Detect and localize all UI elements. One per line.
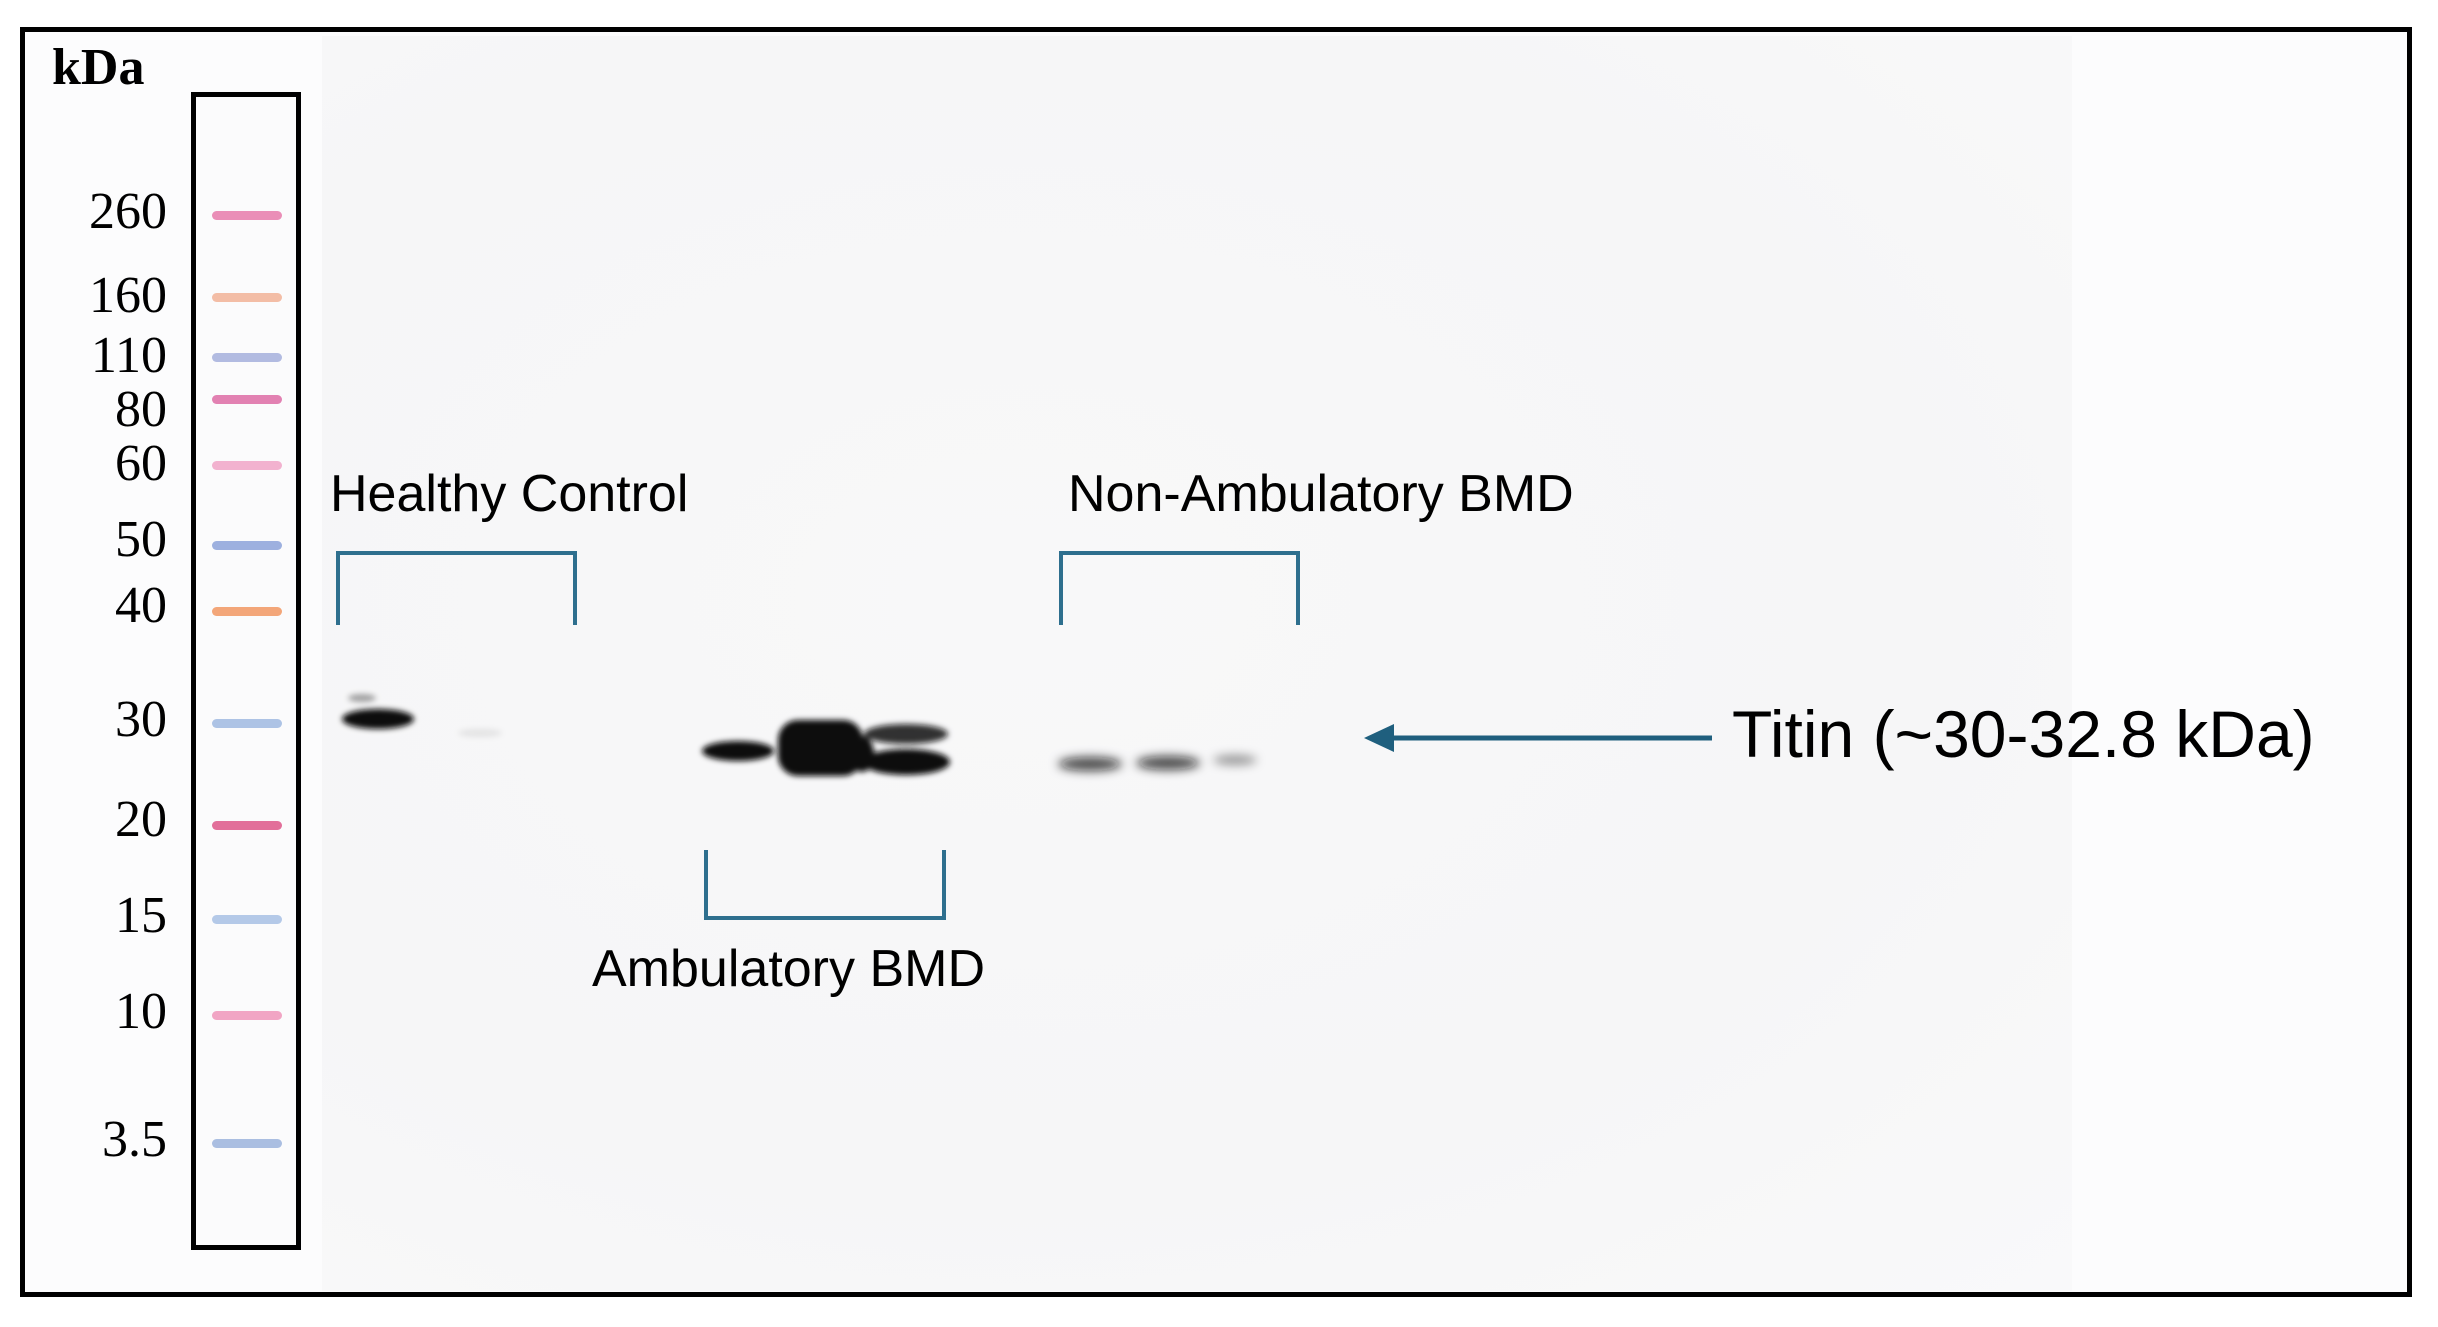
mw-label-40: 40 <box>115 577 167 634</box>
ladder-band-60 <box>212 461 282 470</box>
mw-label-30: 30 <box>115 691 167 748</box>
label-non-ambulatory-bmd: Non-Ambulatory BMD <box>1068 465 1574 523</box>
mw-label-10: 10 <box>115 983 167 1040</box>
ladder-band-30 <box>212 719 282 728</box>
mw-label-60: 60 <box>115 435 167 492</box>
ladder-band-80 <box>212 395 282 404</box>
ladder-band-110 <box>212 353 282 362</box>
mw-label-260: 260 <box>89 183 167 240</box>
non-ambulatory-bmd-bands <box>1058 755 1257 771</box>
titin-annotation: Titin (~30-32.8 kDa) <box>1732 697 2315 771</box>
ambulatory-bmd-bands <box>702 720 950 776</box>
mw-label-20: 20 <box>115 791 167 848</box>
mw-label-15: 15 <box>115 887 167 944</box>
ladder-band-15 <box>212 915 282 924</box>
mw-label-50: 50 <box>115 511 167 568</box>
protein-ladder-lane <box>191 92 301 1250</box>
unit-label: kDa <box>52 39 145 96</box>
bracket-healthy-control <box>336 551 577 625</box>
band-ambulatory-3-upper <box>864 724 948 744</box>
ladder-band-260 <box>212 211 282 220</box>
ladder-band-50 <box>212 541 282 550</box>
mw-label-3-5: 3.5 <box>102 1111 167 1168</box>
mw-label-80: 80 <box>115 381 167 438</box>
bracket-ambulatory-bmd <box>704 850 946 920</box>
ladder-band-160 <box>212 293 282 302</box>
band-ambulatory-1 <box>702 741 774 761</box>
mw-label-160: 160 <box>89 267 167 324</box>
mw-label-110: 110 <box>90 327 167 384</box>
band-non-ambulatory-1 <box>1058 757 1122 771</box>
molecular-weight-labels: 260 160 110 80 60 50 40 30 20 15 10 3.5 <box>55 0 167 1327</box>
band-non-ambulatory-3 <box>1213 755 1257 765</box>
ladder-band-10 <box>212 1011 282 1020</box>
band-healthy-2 <box>458 729 502 737</box>
ladder-band-3-5 <box>212 1139 282 1148</box>
label-ambulatory-bmd: Ambulatory BMD <box>592 940 985 998</box>
ladder-band-20 <box>212 821 282 830</box>
band-ambulatory-3 <box>862 749 950 775</box>
band-ambulatory-2 <box>778 720 863 776</box>
western-blot-membrane <box>322 36 2072 1291</box>
titin-arrow <box>1364 724 1712 752</box>
band-healthy-1 <box>342 709 414 729</box>
band-healthy-1-upper <box>348 694 376 702</box>
healthy-control-bands <box>342 694 502 737</box>
ladder-band-40 <box>212 607 282 616</box>
band-non-ambulatory-2 <box>1136 756 1200 770</box>
label-healthy-control: Healthy Control <box>330 465 689 523</box>
bracket-non-ambulatory-bmd <box>1059 551 1300 625</box>
